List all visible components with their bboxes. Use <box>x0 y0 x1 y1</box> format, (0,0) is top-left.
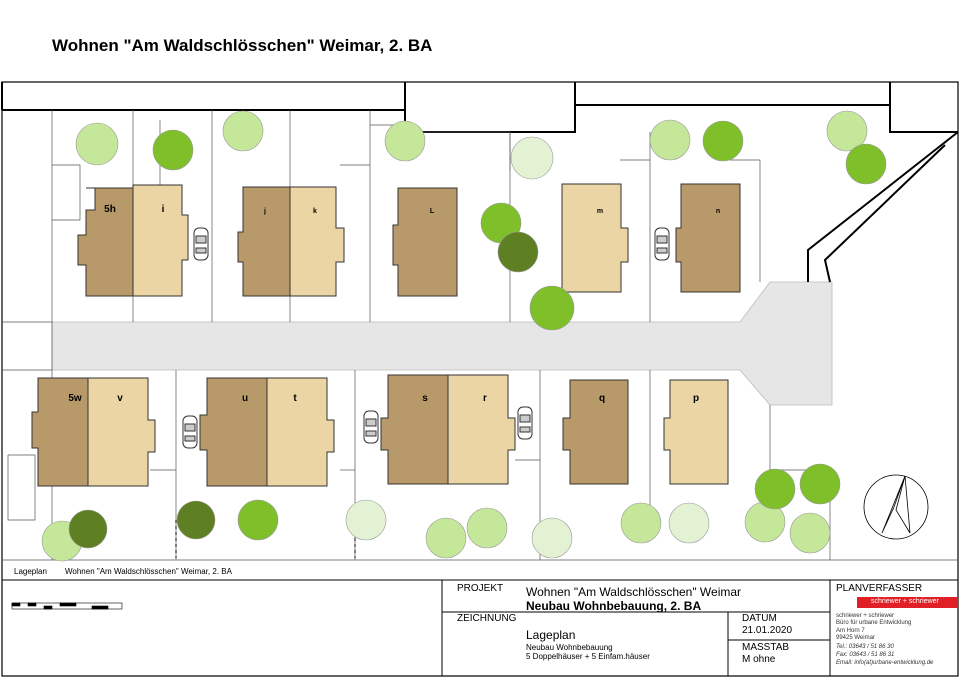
house-p <box>663 379 729 485</box>
tree-icon <box>649 119 691 161</box>
planverfasser-label: PLANVERFASSER <box>836 583 923 594</box>
tree-icon <box>620 502 662 544</box>
tree-icon <box>68 509 108 549</box>
house-r <box>447 374 516 485</box>
tree-icon <box>497 231 539 273</box>
masstab-value: M ohne <box>742 654 776 665</box>
address-line1: Am Horn 7 <box>836 628 865 634</box>
house-label-m: m <box>597 208 603 215</box>
brand-logo: schriewer + schriewer <box>871 598 939 605</box>
car-icon <box>193 227 209 261</box>
firm-name: schriewer + schriewer <box>836 613 895 619</box>
tree-icon <box>668 502 710 544</box>
house-i <box>132 184 189 297</box>
house-label-p: p <box>693 393 699 404</box>
car-icon <box>654 227 670 261</box>
houses <box>31 183 741 487</box>
neighbour-parcels <box>1 82 958 133</box>
tree-icon <box>384 120 426 162</box>
datum-label: DATUM <box>742 613 777 624</box>
trees <box>41 110 887 562</box>
zeichnung-label: ZEICHNUNG <box>457 613 517 624</box>
scale-bar <box>11 602 123 610</box>
east-border <box>807 131 959 283</box>
plan-title: Wohnen "Am Waldschlösschen" Weimar, 2. B… <box>52 36 433 55</box>
tree-icon <box>466 507 508 549</box>
caption-text: Wohnen "Am Waldschlösschen" Weimar, 2. B… <box>65 567 233 576</box>
zeichnung-line1: Neubau Wohnbebauung <box>526 643 613 652</box>
tree-icon <box>529 285 575 331</box>
projekt-line2: Neubau Wohnbebauung, 2. BA <box>526 599 702 613</box>
tree-icon <box>702 120 744 162</box>
house-label-r: r <box>483 393 487 404</box>
house-v <box>87 377 156 487</box>
tree-icon <box>345 499 387 541</box>
house-label-k: k <box>313 208 317 215</box>
house-L <box>392 187 458 297</box>
tree-icon <box>826 110 868 152</box>
tree-icon <box>789 512 831 554</box>
house-q <box>562 379 629 485</box>
house-t <box>266 377 335 487</box>
zeichnung-title: Lageplan <box>526 628 576 642</box>
car-icon <box>517 406 533 440</box>
house-label-i: i <box>162 204 165 215</box>
masstab-label: MASSTAB <box>742 642 790 653</box>
house-label-L: L <box>430 208 435 215</box>
house-label-5w: 5w <box>68 393 82 404</box>
tree-icon <box>531 517 573 559</box>
house-label-s: s <box>422 393 428 404</box>
fax-line: Fax: 03643 / 51 86 31 <box>836 652 895 658</box>
firm-desc: Büro für urbane Entwicklung <box>836 620 912 626</box>
house-u <box>199 377 268 487</box>
datum-value: 21.01.2020 <box>742 625 793 636</box>
tree-icon <box>799 463 841 505</box>
house-label-j: j <box>263 208 266 215</box>
north-arrow-icon <box>863 474 929 540</box>
projekt-label: PROJEKT <box>457 583 504 594</box>
car-icon <box>182 415 198 449</box>
tree-icon <box>222 110 264 152</box>
house-label-u: u <box>242 393 248 404</box>
tree-icon <box>237 499 279 541</box>
tree-icon <box>176 500 216 540</box>
projekt-line1: Wohnen "Am Waldschlösschen" Weimar <box>526 585 742 599</box>
house-n <box>675 183 741 293</box>
house-s <box>380 374 449 485</box>
tree-icon <box>845 143 887 185</box>
house-label-q: q <box>599 393 605 404</box>
car-icon <box>363 410 379 444</box>
tree-icon <box>152 129 194 171</box>
tree-icon <box>75 122 119 166</box>
tree-icon <box>510 136 554 180</box>
house-label-t: t <box>293 393 297 404</box>
caption-label: Lageplan <box>14 567 47 576</box>
house-m <box>561 183 629 293</box>
house-j <box>237 186 291 297</box>
car-icons <box>182 227 670 449</box>
plan-frame <box>1 81 959 677</box>
email-line: Email: info(at)urbane-entwicklung.de <box>836 660 934 666</box>
house-label-v: v <box>117 393 123 404</box>
zeichnung-line2: 5 Doppelhäuser + 5 Einfam.häuser <box>526 652 650 661</box>
access-road <box>51 281 833 406</box>
house-label-n: n <box>716 208 720 215</box>
tel-line: Tel.: 03643 / 51 86 30 <box>836 644 894 650</box>
title-block <box>441 580 831 676</box>
address-line2: 99425 Weimar <box>836 635 875 641</box>
tree-icon <box>425 517 467 559</box>
house-k <box>289 186 345 297</box>
tree-icon <box>754 468 796 510</box>
house-label-5h: 5h <box>104 204 116 215</box>
brand-bar <box>857 597 958 608</box>
